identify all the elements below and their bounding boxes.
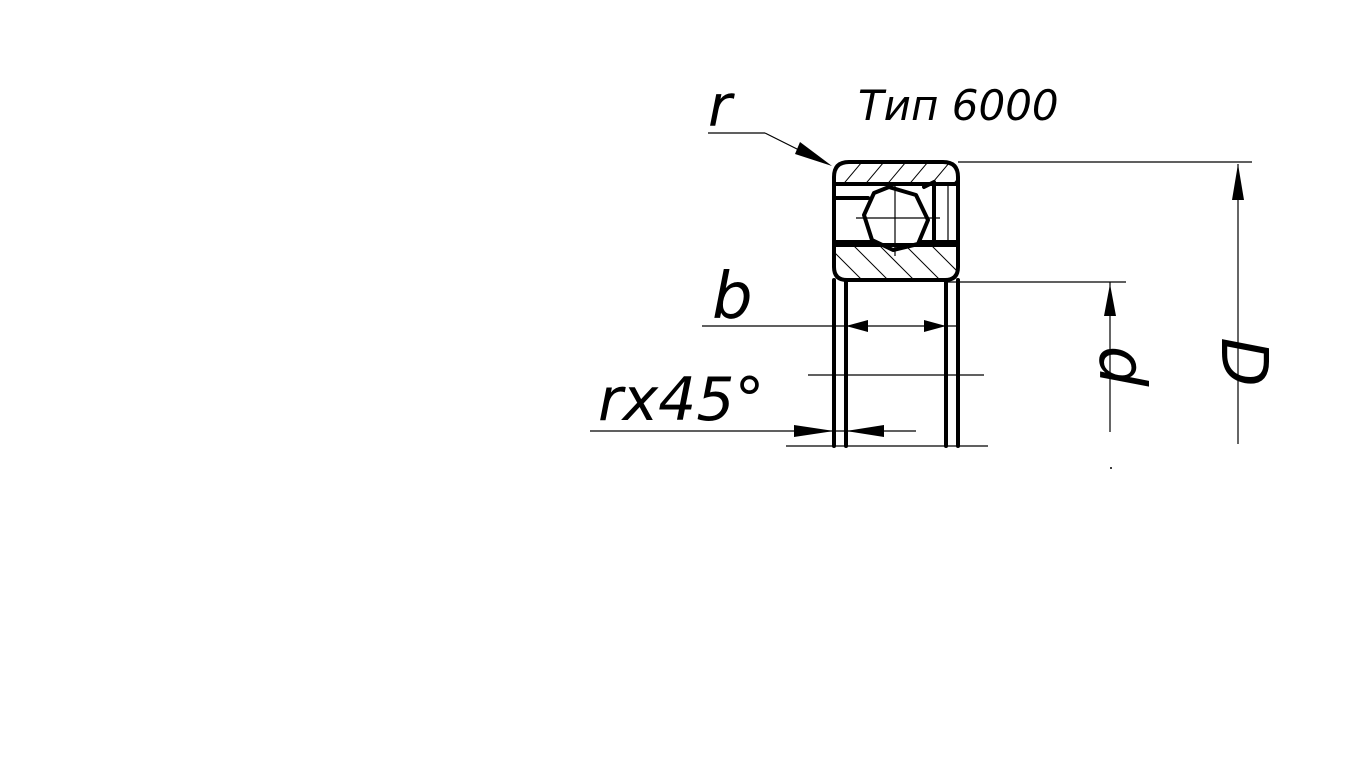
outer-ring-hatch (834, 162, 958, 184)
outer-diameter-dimension (958, 161, 1252, 444)
outer-diameter-label: D (1206, 337, 1280, 386)
width-dimension (702, 320, 958, 332)
bearing-section (808, 160, 984, 448)
radius-leader (708, 132, 832, 166)
inner-ring-hatch (834, 245, 958, 280)
chamfer-label: rx45° (598, 365, 765, 435)
width-label: b (712, 260, 753, 334)
bore-diameter-dimension (946, 281, 1126, 469)
chamfer-dimension (590, 425, 988, 447)
drawing-title: Тип 6000 (858, 81, 1059, 130)
ball-icon (862, 185, 930, 252)
bore-diameter-label: d (1084, 346, 1158, 387)
radius-label: r (708, 72, 735, 140)
